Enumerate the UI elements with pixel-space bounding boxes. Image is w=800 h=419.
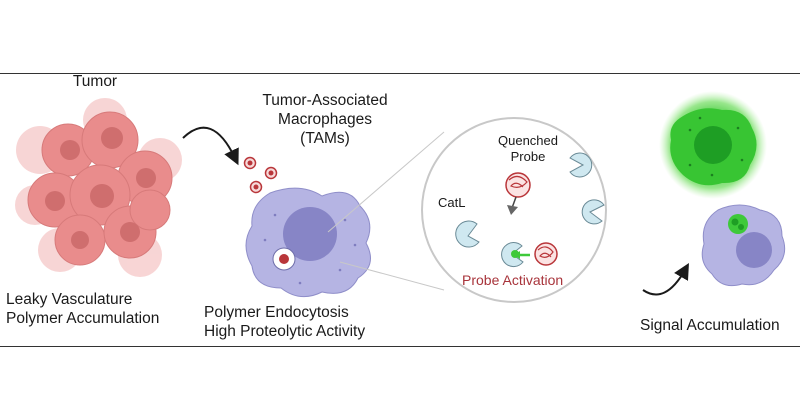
- glowing-cell-icon: [659, 91, 767, 199]
- bottom-rule: [0, 346, 800, 347]
- probe-activation-label: Probe Activation: [462, 272, 564, 288]
- polymer-particles: [243, 156, 278, 194]
- top-rule: [0, 73, 800, 74]
- signal-macrophage-icon: [701, 204, 786, 287]
- macrophage-icon: [245, 187, 371, 298]
- endocytosis-label-line2: High Proteolytic Activity: [204, 323, 366, 340]
- quenched-label-line2: Probe: [510, 149, 546, 164]
- tam-label-line1: Tumor-Associated: [262, 92, 388, 109]
- catl-enzyme-icon: [455, 152, 605, 248]
- signal-label: Signal Accumulation: [640, 317, 780, 334]
- curved-arrow-icon: [182, 126, 239, 166]
- tumor-cluster-icon: [15, 98, 182, 277]
- zoom-line-bottom: [339, 261, 445, 291]
- tumor-label: Tumor: [72, 73, 118, 90]
- quenched-label-line1: Quenched: [498, 133, 558, 148]
- zoom-line-top: [327, 131, 445, 233]
- endocytosis-label-line1: Polymer Endocytosis: [204, 304, 349, 321]
- tam-label-line2: Macrophages: [278, 111, 372, 128]
- quenched-probe-icon: [505, 172, 531, 215]
- leaky-label-line2: Polymer Accumulation: [6, 310, 160, 327]
- tam-label-line3: (TAMs): [300, 130, 350, 147]
- activated-probe-icon: [501, 242, 558, 268]
- catl-label: CatL: [438, 195, 466, 210]
- curved-arrow-icon: [642, 263, 689, 296]
- leaky-label-line1: Leaky Vasculature: [6, 291, 133, 308]
